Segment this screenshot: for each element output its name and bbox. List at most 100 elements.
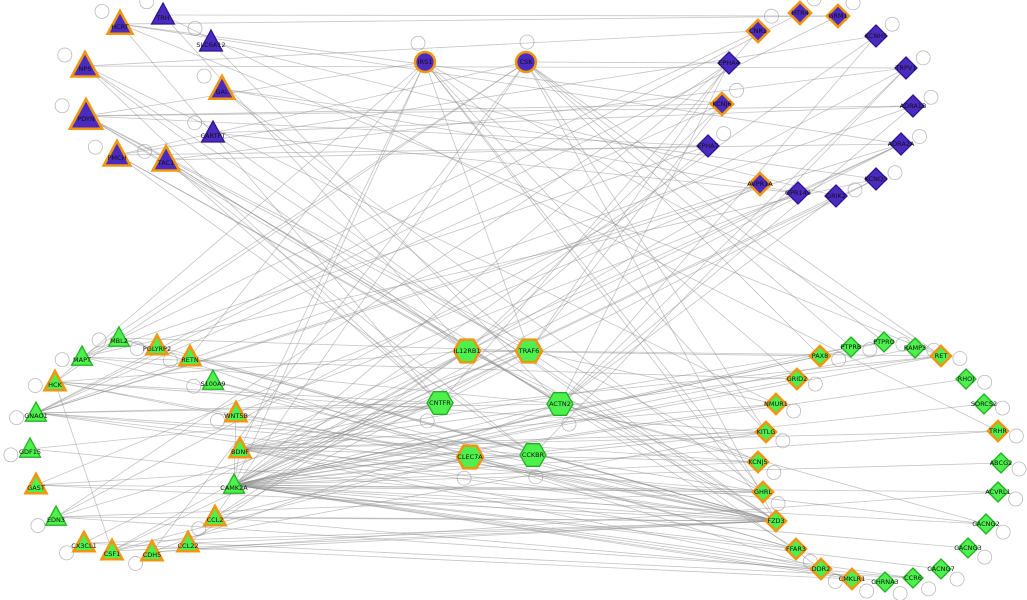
edge-ACTN2-GNAO1[interactable] (35, 403, 561, 414)
node-HTR4[interactable]: HTR4 (787, 0, 813, 26)
triangle-shape[interactable] (101, 138, 133, 167)
edge-IL12RB1-PMCH[interactable] (116, 154, 468, 352)
node-TRH[interactable]: TRH (150, 1, 176, 25)
node-ACVRL1[interactable]: ACVRL1 (985, 481, 1011, 503)
edge-TRAF6-EPHA4[interactable] (528, 62, 730, 352)
edge-EPHA7-MAPT[interactable] (81, 145, 709, 358)
diamond-shape[interactable] (784, 537, 808, 561)
diamond-shape[interactable] (840, 336, 862, 358)
node-GAL[interactable]: GAL (207, 73, 237, 101)
diamond-shape[interactable] (874, 571, 896, 593)
edge-CSK-EPHA4[interactable] (525, 61, 730, 64)
edge-TRH-GRM1[interactable] (162, 14, 839, 17)
self-loop-KCNJ5[interactable] (766, 465, 782, 480)
edge-GAL-GHRL[interactable] (221, 88, 764, 493)
self-loop-GDF15[interactable] (3, 447, 19, 463)
node-CX3CL1[interactable]: CX3CL1 (71, 529, 97, 553)
edge-IRS1-RETN[interactable] (189, 61, 426, 358)
triangle-shape[interactable] (105, 8, 135, 36)
diamond-shape[interactable] (930, 558, 952, 580)
triangle-shape[interactable] (67, 96, 105, 131)
edge-CNTFR-TAC1[interactable] (165, 159, 441, 404)
diamond-shape[interactable] (889, 132, 913, 156)
edge-NPS-TRPV1[interactable] (84, 65, 907, 69)
edge-BDNF-KCNJ5[interactable] (239, 448, 759, 463)
edge-CLEC7A-HCK[interactable] (54, 381, 471, 458)
node-HCRT[interactable]: HCRT (105, 8, 135, 36)
edge-CAMK2A-CACNG2[interactable] (233, 484, 987, 525)
edge-TAC1-TRPV1[interactable] (165, 67, 907, 161)
edge-HCK-KITLG[interactable] (54, 381, 767, 433)
node-GPR149[interactable]: GPR149 (785, 181, 811, 205)
triangle-shape[interactable] (175, 529, 201, 553)
edge-ACTN2-PDYN[interactable] (85, 115, 561, 405)
node-SLC6A12[interactable]: SLC6A12 (196, 28, 226, 52)
edge-BDNF-FFAR3[interactable] (239, 448, 797, 550)
edge-CARTPT-ADRA1B[interactable] (212, 105, 914, 134)
self-loop-CNTFR[interactable] (419, 413, 435, 429)
edge-TRPV1-EDN3[interactable] (55, 67, 907, 518)
edge-FZD3-CSK[interactable] (525, 61, 777, 522)
self-loop-GRID2[interactable] (807, 376, 823, 392)
self-loop-PDYN[interactable] (54, 98, 70, 114)
edge-CCKBR-TRPV1[interactable] (532, 67, 907, 456)
edge-CCKBR-GHRL[interactable] (532, 454, 764, 493)
edge-GPR149-WNT5B[interactable] (235, 192, 799, 414)
edge-IL12RB1-HCK[interactable] (54, 350, 468, 383)
self-loop-SLC6A12[interactable] (187, 20, 203, 36)
node-KCNJ5[interactable]: KCNJ5 (746, 450, 770, 474)
node-TAC1[interactable]: TAC1 (150, 143, 182, 172)
edge-CAMK2A-SORCS2[interactable] (233, 403, 985, 486)
diamond-shape[interactable] (973, 393, 995, 415)
self-loop-CCKBR[interactable] (528, 469, 544, 485)
edge-TAC1-EPHA7[interactable] (165, 145, 709, 161)
self-loop-SORCS2[interactable] (995, 400, 1010, 416)
node-CSK[interactable]: CSK (514, 50, 538, 74)
edge-CLEC7A-CMKLR1[interactable] (469, 456, 853, 580)
edge-ACTN2-SLC6A12[interactable] (210, 41, 561, 405)
edge-IRS1-GHRL[interactable] (424, 61, 764, 493)
triangle-shape[interactable] (150, 143, 182, 172)
edge-CLEC7A-CCL2[interactable] (214, 456, 471, 518)
node-NMUR1[interactable]: NMUR1 (764, 392, 788, 416)
edge-CARTPT-GPR149[interactable] (212, 132, 799, 194)
self-loop-CNR1[interactable] (764, 8, 779, 24)
diamond-shape[interactable] (975, 513, 997, 535)
edge-CX3CL1-CMKLR1[interactable] (83, 542, 853, 580)
edge-CAMK2A-TRAF6[interactable] (233, 350, 530, 486)
node-GRID2[interactable]: GRID2 (785, 367, 809, 391)
self-loop-GNAO1[interactable] (9, 410, 24, 426)
edge-ACTN2-GRIK2[interactable] (559, 195, 837, 405)
node-EPHA7[interactable]: EPHA7 (696, 134, 720, 158)
node-RAMP3[interactable]: RAMP3 (904, 337, 926, 359)
edge-ACTN2-ADRA1B[interactable] (559, 105, 914, 405)
diamond-shape[interactable] (986, 419, 1010, 443)
diamond-shape[interactable] (717, 51, 741, 75)
triangle-shape[interactable] (150, 1, 176, 25)
node-GDF15[interactable]: GDF15 (18, 436, 42, 458)
self-loop-HCK[interactable] (27, 378, 43, 393)
self-loop-GRIK2[interactable] (847, 182, 863, 198)
node-CLEC7A[interactable]: CLEC7A (455, 444, 485, 470)
edge-TRAF6-GAL[interactable] (221, 88, 530, 352)
self-loop-EPHA7[interactable] (716, 126, 732, 141)
diamond-shape[interactable] (746, 450, 770, 474)
edge-GHRL-EDN3[interactable] (55, 491, 764, 518)
circle-shape[interactable] (514, 50, 538, 74)
hexagon-shape[interactable] (519, 443, 547, 467)
edge-CAMK2A-KITLG[interactable] (233, 431, 767, 486)
edge-CNR1-CNTFR[interactable] (439, 30, 759, 404)
edge-IRS1-PDYN[interactable] (85, 61, 426, 117)
edge-GAL-KCNQ3[interactable] (221, 88, 877, 180)
triangle-shape[interactable] (99, 537, 125, 561)
edge-ACTN2-MAPT[interactable] (81, 356, 561, 405)
triangle-shape[interactable] (139, 538, 165, 562)
triangle-shape[interactable] (107, 325, 131, 347)
edge-FZD3-PGLYRP2[interactable] (156, 345, 777, 522)
edge-NPS-CNR1[interactable] (84, 30, 759, 67)
hexagon-shape[interactable] (514, 338, 544, 364)
diamond-shape[interactable] (696, 134, 720, 158)
diamond-shape[interactable] (787, 0, 813, 26)
node-EPHA4[interactable]: EPHA4 (717, 51, 741, 75)
edge-IL12RB1-CX3CL1[interactable] (83, 350, 468, 544)
